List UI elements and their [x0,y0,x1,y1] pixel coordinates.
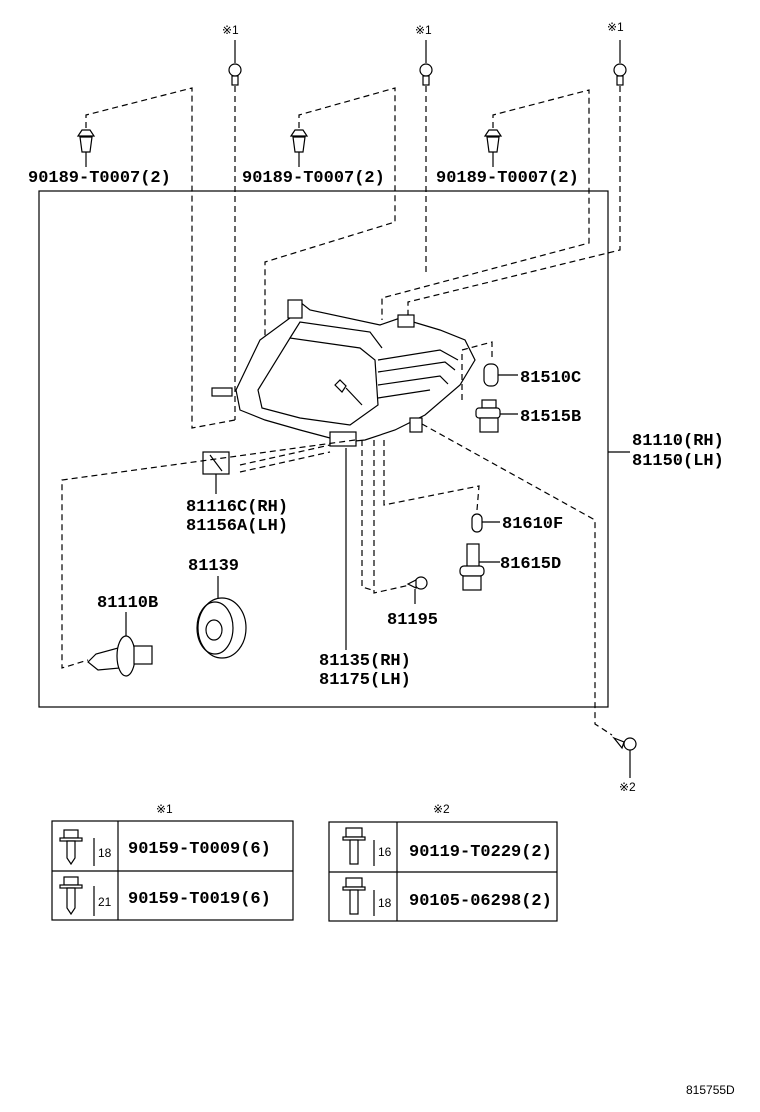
socket-icon-81615D[interactable] [459,543,500,591]
mark2-leader [421,423,613,736]
table1-row2-length: 21 [98,895,112,909]
table2-row1-length: 16 [378,845,392,859]
part-label-81610F: 81610F [502,515,563,534]
mark-1-top-2: ※1 [415,23,432,37]
mark-1-top-1: ※1 [222,23,239,37]
headlamp-bulb-icon[interactable] [87,612,153,677]
part-label-81615D: 81615D [500,555,561,574]
part-label-81139: 81139 [188,557,239,576]
screw-icon[interactable] [406,576,428,604]
frame-label-rh: 81110(RH) [632,432,724,451]
bolt-icon-mark2[interactable] [612,736,637,778]
table2-row2-part[interactable]: 90105-06298(2) [409,892,552,911]
bulb-icon-81610F[interactable] [471,513,500,533]
table1-row2-part[interactable]: 90159-T0019(6) [128,890,271,909]
bolt-icon-top-2[interactable] [419,40,433,272]
part-label-connector-rh: 81116C(RH) [186,498,288,517]
screw-leader-dash [361,440,411,594]
bolt-icon-table1-row1 [59,829,95,866]
bulb-icon-81510C[interactable] [461,341,518,400]
socket-icon-81515B[interactable] [475,399,518,433]
table1-mark: ※1 [156,802,173,816]
mark-1-top-3: ※1 [607,20,624,34]
mark-2-bolt: ※2 [619,780,636,794]
clip-label-1: 90189-T0007(2) [28,169,171,188]
clip-icon-3[interactable] [381,89,590,320]
table1-row1-length: 18 [98,846,112,860]
part-label-81510C: 81510C [520,369,581,388]
table1-row1-part[interactable]: 90159-T0009(6) [128,840,271,859]
table2-mark: ※2 [433,802,450,816]
part-label-81515B: 81515B [520,408,581,427]
clip-icon-1[interactable] [76,87,236,429]
assembly-frame [38,190,609,708]
bolt-icon-table2-row1 [342,827,375,866]
cover-icon[interactable] [196,576,247,659]
part-label-bracket-lh: 81175(LH) [319,671,411,690]
part-label-81195: 81195 [387,611,438,630]
part-label-connector-lh: 81156A(LH) [186,517,288,536]
figure-id: 815755D [686,1083,735,1097]
clip-label-3: 90189-T0007(2) [436,169,579,188]
frame-label-lh: 81150(LH) [632,452,724,471]
part-label-bracket-rh: 81135(RH) [319,652,411,671]
table2-row2-length: 18 [378,896,392,910]
clip-label-2: 90189-T0007(2) [242,169,385,188]
fastener-table-2 [328,821,558,922]
bolt-icon-table2-row2 [342,877,375,916]
bolt-icon-table1-row2 [59,876,95,916]
connector-icon[interactable] [202,444,331,494]
clip-icon-2[interactable] [264,87,396,360]
table2-row1-part[interactable]: 90119-T0229(2) [409,843,552,862]
part-label-81110B: 81110B [97,594,158,613]
bolt-icon-top-3[interactable] [407,40,627,320]
small-bulb-leader [383,440,480,511]
fastener-table-1 [51,820,294,921]
bolt-icon-top-1[interactable] [228,40,242,420]
headlamp-assembly-icon[interactable] [211,299,476,447]
